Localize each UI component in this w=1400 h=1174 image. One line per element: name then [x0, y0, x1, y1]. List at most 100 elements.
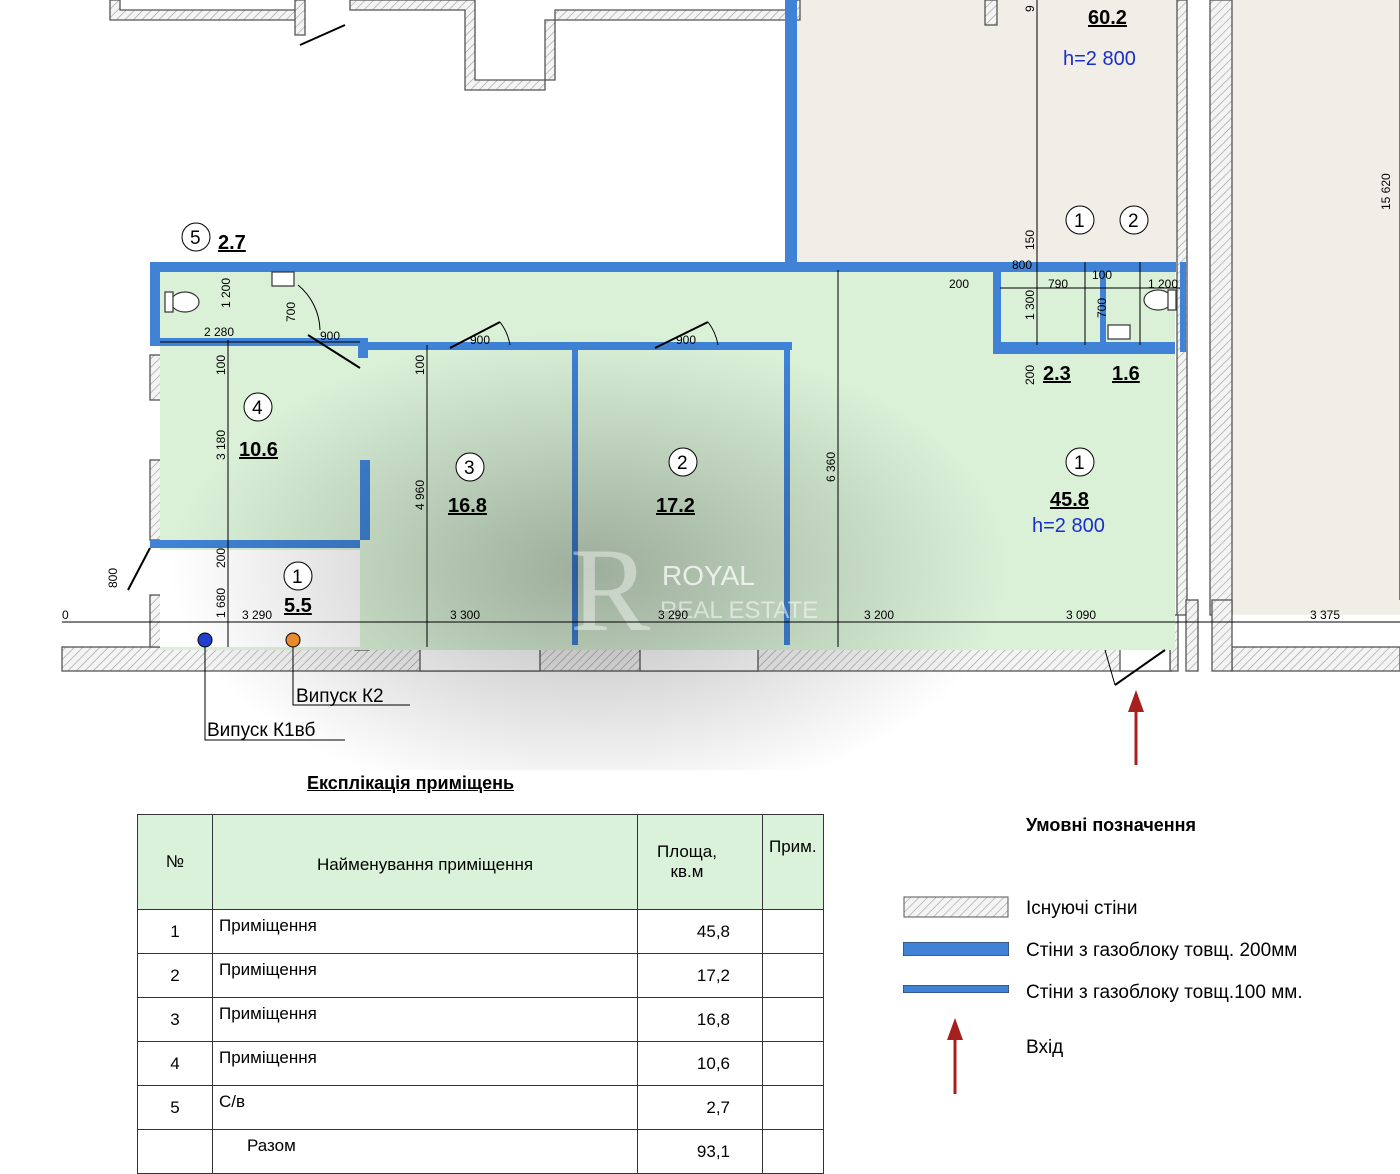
row-no: 2: [137, 953, 213, 998]
dimension-labels: 0 3 290 3 300 3 290 3 200 3 090 3 375 2 …: [62, 5, 1393, 622]
dim-790: 790: [1048, 277, 1068, 291]
row-note: [762, 1085, 824, 1130]
total-label: Разом: [212, 1129, 638, 1174]
row-area: 45,8: [637, 909, 763, 954]
dim-150: 150: [1023, 230, 1037, 250]
dim-100a: 100: [214, 355, 228, 375]
dim-200b: 200: [214, 548, 228, 568]
room-1-height: h=2 800: [1032, 515, 1105, 537]
total-area: 93,1: [637, 1129, 763, 1174]
total-note: [762, 1129, 824, 1174]
room-3-num: 3: [464, 458, 475, 479]
legend-label-100: Стіни з газоблоку товщ.100 мм.: [1026, 982, 1303, 1003]
row-note: [762, 997, 824, 1042]
dim-3375: 3 375: [1310, 608, 1340, 622]
outlet-k2-marker: [285, 632, 301, 648]
table-row: 2 Приміщення 17,2: [137, 953, 824, 998]
wc-1-num: 1: [1074, 211, 1085, 232]
dim-900c: 900: [676, 333, 696, 347]
dim-9: 9: [1023, 5, 1037, 12]
row-name: Приміщення: [212, 997, 638, 1042]
dim-200c: 200: [1023, 365, 1037, 385]
outlet-k1-label: Випуск К1вб: [207, 720, 315, 741]
dim-900b: 900: [470, 333, 490, 347]
header-no: №: [137, 814, 213, 910]
row-name: Приміщення: [212, 1041, 638, 1086]
neighbor-room: [797, 0, 1177, 262]
row-area: 2,7: [637, 1085, 763, 1130]
legend-label-entrance: Вхід: [1026, 1037, 1064, 1058]
room-2-num: 2: [677, 453, 688, 474]
row-no: 4: [137, 1041, 213, 1086]
doors: [127, 24, 1166, 686]
watermark: R ROYAL REAL ESTATE: [570, 523, 818, 656]
outlet-k2-label: Випуск К2: [296, 686, 384, 707]
dim-1300: 1 300: [1023, 290, 1037, 320]
dim-1200b: 1 200: [1148, 277, 1178, 291]
header-name: Найменування приміщення: [212, 814, 638, 910]
table-total-row: Разом 93,1: [137, 1129, 824, 1174]
rooms-table: № Найменування приміщення Площа, кв.м Пр…: [137, 814, 824, 1174]
row-area: 16,8: [637, 997, 763, 1042]
row-no: 3: [137, 997, 213, 1042]
table-row: 1 Приміщення 45,8: [137, 909, 824, 954]
room-5-area: 2.7: [218, 232, 246, 254]
dim-3290a: 3 290: [242, 608, 272, 622]
room-2-area: 17.2: [656, 495, 695, 517]
dim-4960: 4 960: [413, 480, 427, 510]
row-note: [762, 1041, 824, 1086]
row-name: Приміщення: [212, 953, 638, 998]
table-row: 5 С/в 2,7: [137, 1085, 824, 1130]
table-row: 3 Приміщення 16,8: [137, 997, 824, 1042]
header-note: Прим.: [762, 814, 824, 910]
dim-0: 0: [62, 608, 69, 622]
floor-plan: R ROYAL REAL ESTATE: [61, 0, 1400, 770]
dimension-lines: [62, 0, 1400, 647]
table-title: Експлікація приміщень: [307, 773, 515, 793]
legend-swatch-100: [903, 985, 1009, 993]
table-row: 4 Приміщення 10,6: [137, 1041, 824, 1086]
legend-swatch-existing: [903, 896, 1009, 918]
wc-2-area: 1.6: [1112, 363, 1140, 385]
sanitary-fixtures: [164, 271, 1177, 340]
row-name: С/в: [212, 1085, 638, 1130]
room-1b-num: 1: [292, 567, 303, 588]
dim-2280: 2 280: [204, 325, 234, 339]
dim-100b: 100: [413, 355, 427, 375]
dim-100c: 100: [1092, 268, 1112, 282]
legend-title: Умовні позначення: [1026, 815, 1197, 835]
dim-6360: 6 360: [824, 452, 838, 482]
legend-label-existing: Існуючі стіни: [1026, 898, 1138, 919]
row-note: [762, 909, 824, 954]
room-4-area: 10.6: [239, 439, 278, 461]
dim-3090: 3 090: [1066, 608, 1096, 622]
corridor-strip: [1232, 0, 1400, 615]
dim-700b: 700: [1095, 298, 1109, 318]
neighbor-area: 60.2: [1088, 7, 1127, 29]
watermark-line1: ROYAL: [662, 560, 755, 591]
dim-800b: 800: [1012, 258, 1032, 272]
wc-2-num: 2: [1128, 211, 1139, 232]
entrance-arrow: [1128, 690, 1144, 765]
dim-700a: 700: [284, 302, 298, 322]
room-5-num: 5: [190, 228, 201, 249]
row-area: 17,2: [637, 953, 763, 998]
dim-900a: 900: [320, 329, 340, 343]
dim-800a: 800: [106, 568, 120, 588]
legend-arrow-icon: [947, 1018, 963, 1094]
row-note: [762, 953, 824, 998]
room-markers: [181, 205, 1149, 591]
wc-1-area: 2.3: [1043, 363, 1071, 385]
room-1b-area: 5.5: [284, 595, 312, 617]
legend-label-200: Стіни з газоблоку товщ. 200мм: [1026, 940, 1298, 961]
dim-3180: 3 180: [214, 430, 228, 460]
neighbor-height: h=2 800: [1063, 48, 1136, 70]
room-4-num: 4: [252, 398, 263, 419]
dim-15620: 15 620: [1379, 173, 1393, 210]
outlet-k1-marker: [197, 632, 213, 648]
dim-200a: 200: [949, 277, 969, 291]
dim-3300: 3 300: [450, 608, 480, 622]
row-name: Приміщення: [212, 909, 638, 954]
dim-3200: 3 200: [864, 608, 894, 622]
header-area: Площа, кв.м: [637, 814, 763, 910]
